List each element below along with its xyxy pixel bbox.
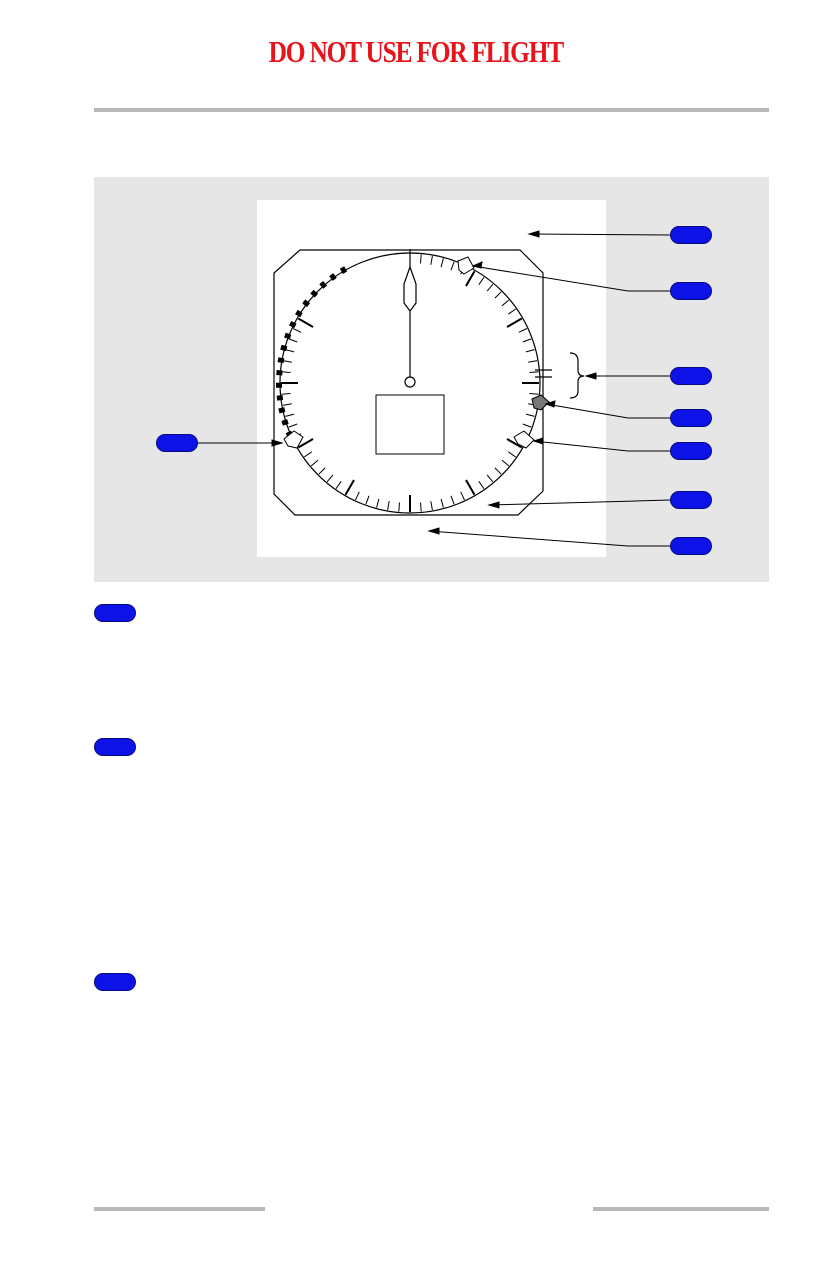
- dial-tick: [297, 438, 314, 449]
- display-bezel: [273, 249, 544, 516]
- display-diagram: [198, 200, 671, 557]
- dial-tick: [282, 360, 292, 363]
- dial-tick: [288, 423, 298, 428]
- bug-top-right: [457, 256, 475, 275]
- header-rule: [94, 108, 769, 112]
- pointer-needle: [403, 249, 417, 312]
- dial-tick: [525, 349, 535, 353]
- dial-dot: [284, 332, 292, 340]
- dial-tick: [326, 474, 334, 483]
- dial-tick: [478, 277, 485, 285]
- figure-callout-1: [670, 226, 712, 244]
- dial-tick: [310, 459, 319, 467]
- dial-tick: [478, 481, 485, 489]
- dial-dot: [276, 395, 284, 401]
- dial-dot: [288, 320, 297, 329]
- dial-tick: [508, 451, 516, 458]
- dial-tick: [494, 291, 502, 299]
- dial-dot: [302, 299, 311, 308]
- figure-callout-3: [670, 367, 712, 385]
- dial-dot: [278, 407, 286, 414]
- figure-panel: [94, 177, 769, 582]
- dial-tick: [440, 258, 444, 268]
- footer-rule-right: [593, 1207, 769, 1211]
- dial-tick: [304, 451, 312, 458]
- dial-tick: [335, 481, 342, 489]
- dial-tick: [288, 338, 298, 343]
- figure-callout-8: [156, 434, 198, 452]
- dial-tick: [486, 474, 494, 483]
- dial-tick: [282, 403, 292, 406]
- dial-tick: [292, 328, 302, 333]
- dial-tick: [297, 317, 314, 328]
- dial-tick: [506, 438, 523, 449]
- dial-tick: [450, 261, 455, 271]
- dial-tick: [430, 255, 433, 265]
- dial-tick: [506, 317, 523, 328]
- dial-tick: [430, 501, 433, 511]
- dial-tick: [285, 413, 295, 417]
- figure-callout-7: [670, 537, 712, 555]
- dial-dot: [339, 266, 348, 274]
- dial-tick: [285, 349, 295, 353]
- dial-tick-marks: [281, 254, 539, 512]
- dial-tick: [486, 283, 494, 292]
- bug-left: [283, 430, 304, 449]
- bug-right: [513, 430, 535, 449]
- dial-dot: [277, 357, 285, 364]
- dial-tick: [525, 413, 535, 417]
- dial-tick: [501, 299, 510, 307]
- dial-tick: [376, 498, 380, 508]
- dial-tick: [318, 467, 326, 475]
- dial-tick: [355, 491, 360, 501]
- body-callout-2: [94, 738, 136, 756]
- figure-callout-4: [670, 409, 712, 427]
- dial-tick: [528, 360, 538, 363]
- dial-tick: [281, 393, 291, 395]
- dial-dot: [280, 344, 288, 352]
- dial-tick: [460, 491, 465, 501]
- dial-dot: [276, 370, 283, 376]
- figure-callout-5: [670, 442, 712, 460]
- pointer-hub: [404, 376, 416, 388]
- bug-filled: [531, 394, 550, 411]
- dial-tick: [465, 270, 476, 287]
- dial-tick: [522, 423, 532, 428]
- dial-dot: [281, 419, 289, 426]
- figure-callout-6: [670, 491, 712, 509]
- dial-tick: [494, 467, 502, 475]
- dial-dot: [329, 273, 337, 281]
- dial-tick: [508, 308, 516, 315]
- dial-tick: [518, 328, 528, 333]
- figure-callout-2: [670, 282, 712, 300]
- do-not-use-warning: DO NOT USE FOR FLIGHT: [268, 34, 565, 69]
- dial-tick: [501, 459, 510, 467]
- dial-tick: [398, 502, 400, 512]
- dial-tick: [450, 495, 455, 505]
- body-callout-3: [94, 973, 136, 991]
- dial-tick: [440, 498, 444, 508]
- dial-tick: [522, 338, 532, 343]
- dial-dot: [295, 309, 303, 318]
- dial-dot: [310, 289, 319, 298]
- dial-tick: [529, 393, 539, 395]
- dial-dot-arc: [275, 266, 348, 438]
- bracket-brace: [569, 352, 585, 399]
- footer-rule-left: [94, 1207, 265, 1211]
- dial-tick: [420, 254, 422, 264]
- dial-tick: [281, 371, 291, 373]
- dial-tick: [365, 495, 370, 505]
- center-window: [375, 394, 445, 455]
- dial-tick: [465, 479, 476, 496]
- body-callout-1: [94, 604, 136, 622]
- dial-tick: [344, 479, 355, 496]
- dial-tick: [387, 501, 390, 511]
- dial-dot: [319, 280, 328, 289]
- dial-tick: [529, 371, 539, 373]
- dial-tick: [420, 502, 422, 512]
